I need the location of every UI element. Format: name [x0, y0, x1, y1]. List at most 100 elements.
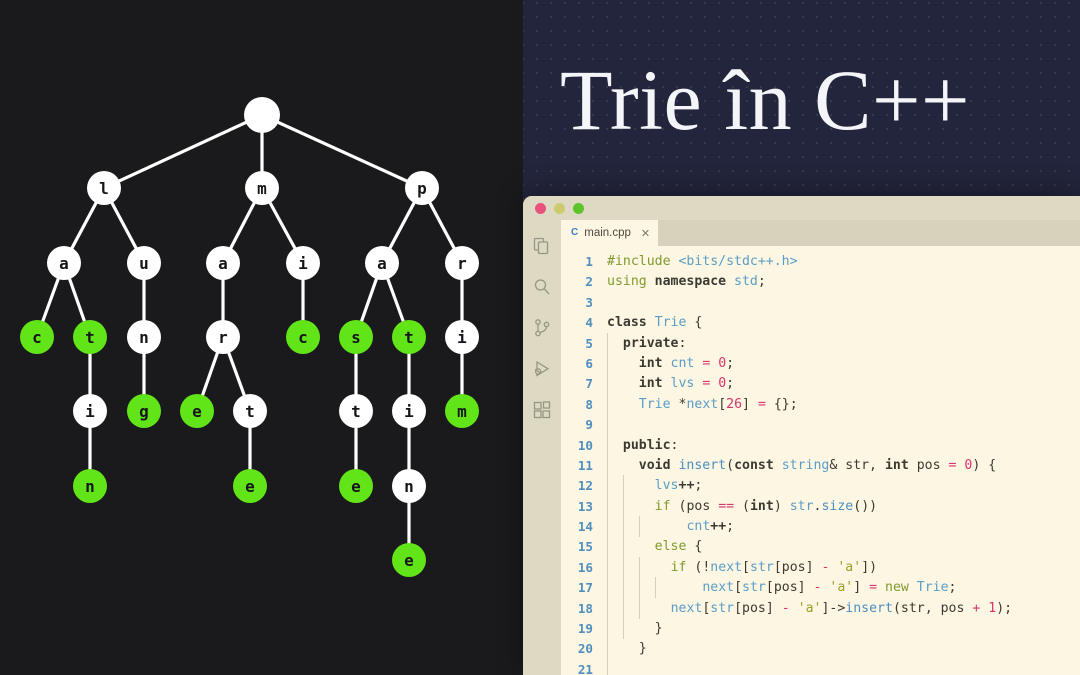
code-token: -: [821, 559, 838, 575]
trie-node-label: i: [404, 402, 414, 421]
code-token: ()): [853, 498, 878, 514]
trie-node: g: [127, 394, 161, 428]
code-token: ==: [718, 498, 743, 514]
trie-node-label: a: [218, 254, 228, 273]
trie-node-label: p: [417, 179, 427, 198]
code-token: ;: [757, 274, 766, 290]
code-token: [pos]: [773, 559, 822, 575]
minimize-window-button[interactable]: [554, 203, 565, 214]
code-token: {: [694, 539, 703, 555]
code-token: 'a': [797, 600, 822, 616]
activity-bar: [523, 220, 561, 675]
code-token: -: [781, 600, 798, 616]
code-line: 13 if (pos == (int) str.size()): [561, 497, 1080, 517]
indent-guide: [623, 601, 639, 616]
line-number: 14: [577, 519, 593, 535]
indent-guide: [607, 417, 623, 432]
trie-node-label: i: [457, 328, 467, 347]
trie-node: t: [392, 320, 426, 354]
line-number: 12: [577, 478, 593, 494]
trie-node: a: [206, 246, 240, 280]
trie-node: c: [286, 320, 320, 354]
line-number: 3: [585, 294, 593, 310]
indent-guide: [607, 560, 623, 575]
code-line: 12 lvs++;: [561, 476, 1080, 496]
code-line: 19 }: [561, 619, 1080, 639]
indent-guide: [607, 397, 623, 412]
code-token: [623, 458, 639, 473]
trie-node-label: r: [457, 254, 467, 273]
code-token: [639, 621, 655, 636]
code-token: :: [678, 335, 687, 351]
line-number: 18: [577, 600, 593, 616]
code-line: 3: [561, 293, 1080, 313]
trie-node: t: [233, 394, 267, 428]
line-number: 4: [585, 315, 593, 331]
indent-guide: [623, 499, 639, 514]
line-number: 9: [585, 417, 593, 433]
code-token: ;: [726, 376, 735, 392]
trie-node: e: [233, 469, 267, 503]
indent-guide: [607, 539, 623, 554]
trie-node: i: [286, 246, 320, 280]
maximize-window-button[interactable]: [573, 203, 584, 214]
indent-guide: [607, 478, 623, 493]
cpp-file-icon: C: [571, 227, 579, 238]
close-window-button[interactable]: [535, 203, 546, 214]
trie-node-label: m: [257, 179, 267, 198]
line-number: 21: [577, 661, 593, 675]
tab-main-cpp[interactable]: C main.cpp ✕: [561, 220, 659, 246]
window-controls: [535, 203, 584, 214]
code-line-text: if (pos == (int) str.size()): [605, 497, 877, 517]
editor-titlebar: [523, 196, 1080, 220]
code-token: <bits/stdc++.h>: [678, 254, 798, 269]
code-token: [655, 601, 671, 616]
trie-node: m: [445, 394, 479, 428]
close-tab-icon[interactable]: ✕: [640, 227, 651, 240]
trie-node-label: c: [32, 328, 42, 347]
indent-guide: [623, 519, 639, 534]
indent-guide: [607, 580, 623, 595]
page-title: Trie în C++: [560, 52, 970, 148]
extensions-icon[interactable]: [532, 400, 552, 420]
explorer-icon[interactable]: [532, 236, 552, 256]
code-token: str: [742, 580, 766, 596]
code-token: [: [734, 580, 743, 596]
source-control-icon[interactable]: [532, 318, 552, 338]
code-line: 5 private:: [561, 334, 1080, 354]
trie-node-label: i: [298, 254, 308, 273]
indent-guide: [607, 641, 623, 656]
code-token: else: [654, 539, 695, 555]
code-token: [pos]: [734, 600, 782, 616]
code-line-text: }: [605, 639, 647, 659]
code-token: ): [773, 498, 790, 514]
code-token: [655, 519, 687, 534]
code-token: 0: [964, 457, 973, 473]
code-token: [: [742, 559, 750, 575]
code-token: }: [654, 621, 663, 637]
code-token: ++: [678, 478, 695, 494]
trie-node-label: r: [218, 328, 228, 347]
line-number: 10: [577, 437, 593, 453]
run-and-debug-icon[interactable]: [532, 359, 552, 379]
code-line: 15 else {: [561, 537, 1080, 557]
trie-node-label: e: [351, 477, 361, 496]
trie-node-label: s: [351, 328, 361, 347]
search-icon[interactable]: [532, 277, 552, 297]
code-line-text: private:: [605, 334, 687, 354]
code-line-text: using namespace std;: [605, 272, 766, 292]
trie-node: i: [73, 394, 107, 428]
trie-node: a: [47, 246, 81, 280]
trie-node-label: c: [298, 328, 308, 347]
code-line: 1#include <bits/stdc++.h>: [561, 252, 1080, 272]
trie-node-label: i: [85, 402, 95, 421]
code-token: ]->: [821, 600, 846, 616]
code-token: ++: [710, 519, 727, 535]
code-token: [pos]: [765, 580, 814, 596]
trie-node-label: n: [139, 328, 149, 347]
